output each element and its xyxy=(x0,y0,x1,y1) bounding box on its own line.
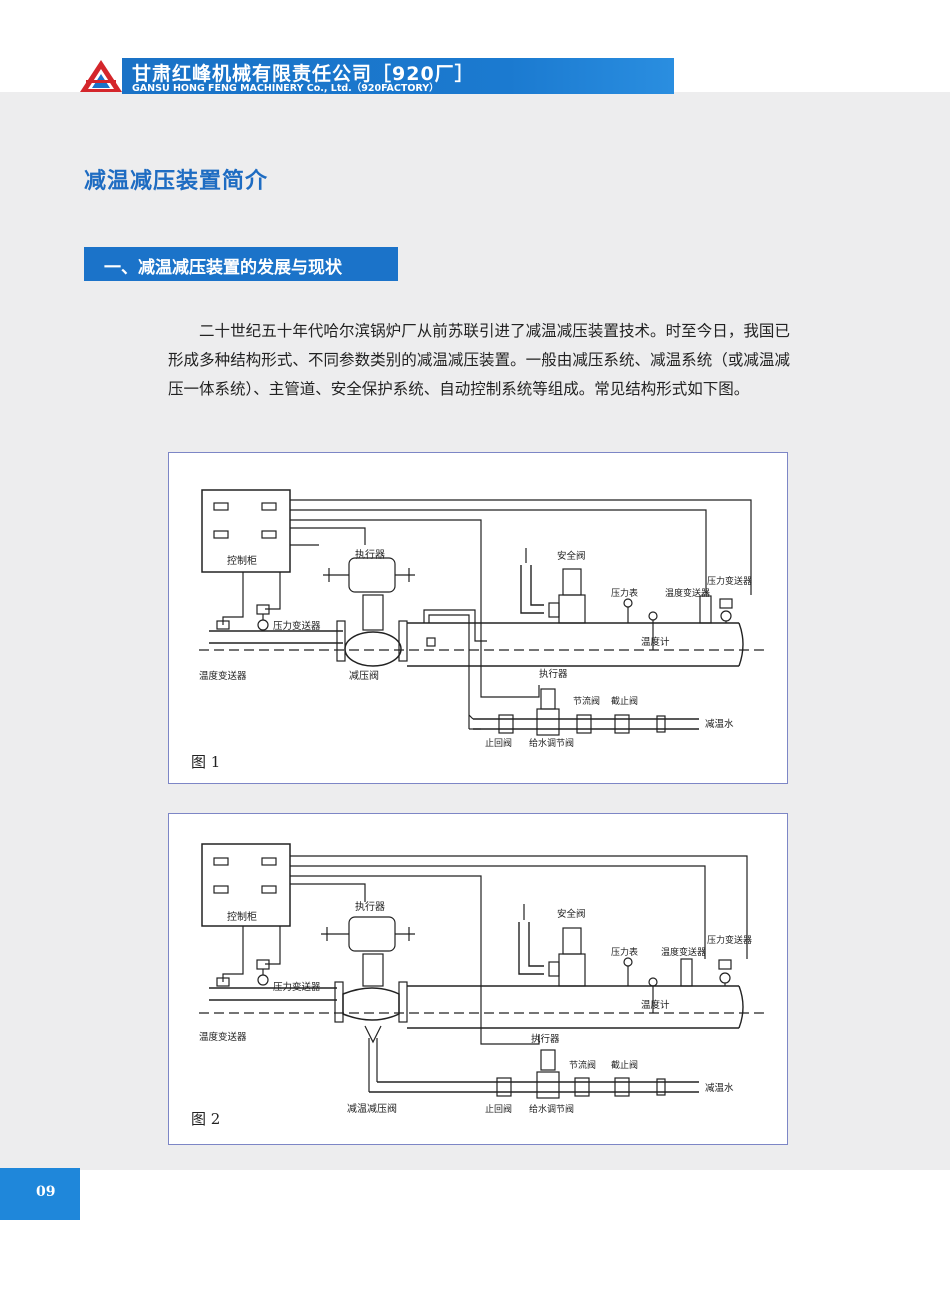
fig1-label-check-valve: 止回阀 xyxy=(485,737,512,749)
fig1-label-pressure-transmitter-left: 压力变送器 xyxy=(273,620,321,632)
figure-1-diagram: 控制柜 执行器 减压阀 压力变送器 温度变送器 xyxy=(199,489,769,749)
fig2-label-actuator-bottom: 执行器 xyxy=(531,1033,560,1045)
fig1-label-actuator-top: 执行器 xyxy=(355,548,385,561)
fig2-label-pressure-transmitter-right: 压力变送器 xyxy=(707,934,752,946)
page-number: 09 xyxy=(36,1184,56,1200)
fig2-label-combined-valve: 减温减压阀 xyxy=(347,1102,397,1115)
fig1-label-temp-transmitter-right: 温度变送器 xyxy=(665,587,710,599)
figure-1-caption: 图 1 xyxy=(191,753,221,771)
figure-1: 控制柜 执行器 减压阀 压力变送器 温度变送器 xyxy=(168,452,788,784)
page-number-box: 09 xyxy=(0,1168,80,1220)
fig1-label-safety-valve: 安全阀 xyxy=(557,550,586,562)
fig1-label-throttle-valve: 节流阀 xyxy=(573,695,600,707)
fig2-label-actuator-top: 执行器 xyxy=(355,900,385,913)
fig1-label-temp-transmitter-left: 温度变送器 xyxy=(199,670,247,682)
brand-bar: 甘肃红峰机械有限责任公司［920厂］ GANSU HONG FENG MACHI… xyxy=(122,58,674,94)
fig1-label-feedwater-regulating-valve: 给水调节阀 xyxy=(529,737,574,749)
section-heading: 一、减温减压装置的发展与现状 xyxy=(84,247,398,281)
fig2-label-desuperheating-water: 减温水 xyxy=(705,1082,734,1094)
fig1-label-stop-valve: 截止阀 xyxy=(611,695,638,707)
company-name-en: GANSU HONG FENG MACHINERY Co., Ltd.（920F… xyxy=(132,83,439,94)
fig1-label-thermometer: 温度计 xyxy=(641,636,670,648)
figure-2-caption: 图 2 xyxy=(191,1110,221,1128)
fig1-label-actuator-bottom: 执行器 xyxy=(539,668,568,680)
page-title: 减温减压装置简介 xyxy=(84,169,269,194)
figure-2: 控制柜 执行器 减温减压阀 压力变送器 温度变送器 xyxy=(168,813,788,1145)
fig2-label-control-cabinet: 控制柜 xyxy=(227,910,257,923)
fig1-label-pressure-reducing-valve: 减压阀 xyxy=(349,669,379,682)
company-header: 甘肃红峰机械有限责任公司［920厂］ GANSU HONG FENG MACHI… xyxy=(78,58,674,94)
fig2-label-thermometer: 温度计 xyxy=(641,999,670,1011)
company-logo-icon xyxy=(80,60,122,92)
fig2-label-temp-transmitter-right: 温度变送器 xyxy=(661,946,706,958)
fig1-label-pressure-transmitter-right: 压力变送器 xyxy=(707,575,752,587)
company-name-cn: 甘肃红峰机械有限责任公司［920厂］ xyxy=(132,63,475,85)
fig2-label-safety-valve: 安全阀 xyxy=(557,908,586,920)
intro-paragraph: 二十世纪五十年代哈尔滨锅炉厂从前苏联引进了减温减压装置技术。时至今日，我国已形成… xyxy=(168,322,790,398)
section-heading-text: 一、减温减压装置的发展与现状 xyxy=(104,258,342,278)
fig2-label-check-valve: 止回阀 xyxy=(485,1103,512,1115)
fig2-label-feedwater-regulating-valve: 给水调节阀 xyxy=(529,1103,574,1115)
fig2-label-temp-transmitter-left: 温度变送器 xyxy=(199,1031,247,1043)
fig1-label-pressure-gauge: 压力表 xyxy=(611,587,638,599)
fig2-label-pressure-gauge: 压力表 xyxy=(611,946,638,958)
figure-2-diagram: 控制柜 执行器 减温减压阀 压力变送器 温度变送器 xyxy=(199,843,769,1115)
fig1-label-control-cabinet: 控制柜 xyxy=(227,554,257,567)
fig2-label-stop-valve: 截止阀 xyxy=(611,1059,638,1071)
fig2-label-throttle-valve: 节流阀 xyxy=(569,1059,596,1071)
fig2-label-pressure-transmitter-left: 压力变送器 xyxy=(273,981,321,993)
fig1-label-desuperheating-water: 减温水 xyxy=(705,718,734,730)
